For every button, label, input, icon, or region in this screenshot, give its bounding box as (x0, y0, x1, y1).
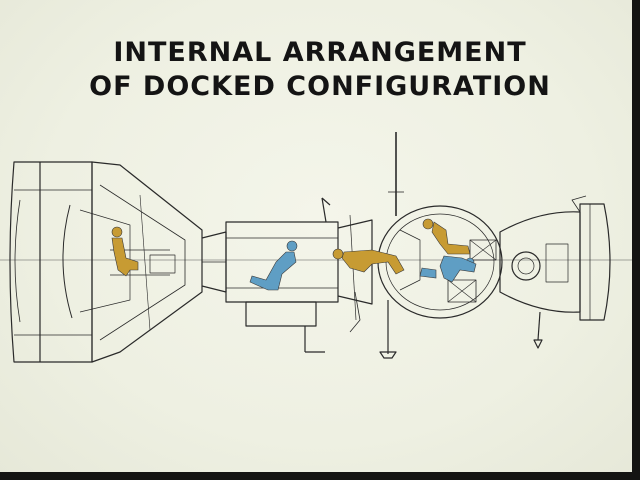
crew-transfer-tunnel (332, 248, 405, 275)
transfer-tunnel (337, 214, 373, 333)
slide-title: INTERNAL ARRANGEMENT OF DOCKED CONFIGURA… (0, 36, 640, 104)
slide-edge-bottom (0, 472, 640, 480)
crew-docking-module (249, 240, 298, 291)
apollo-service-module (9, 161, 93, 363)
soyuz-descent-module (499, 211, 581, 349)
title-line-2: OF DOCKED CONFIGURATION (89, 71, 551, 102)
crew-soyuz-orbital-upper (422, 218, 471, 255)
crew-figures (111, 218, 477, 291)
crew-soyuz-orbital-lower (419, 255, 477, 283)
slide-edge-right (632, 0, 640, 480)
apollo-docking-probe (201, 231, 227, 293)
docked-spacecraft-diagram (0, 132, 640, 363)
lower-probe (379, 300, 397, 359)
apollo-command-module (62, 161, 203, 363)
soyuz-service-module (571, 195, 611, 321)
soyuz-antenna (388, 132, 404, 216)
docking-module (225, 197, 339, 353)
title-line-1: INTERNAL ARRANGEMENT (113, 37, 527, 68)
crew-apollo-command-module (111, 226, 139, 277)
